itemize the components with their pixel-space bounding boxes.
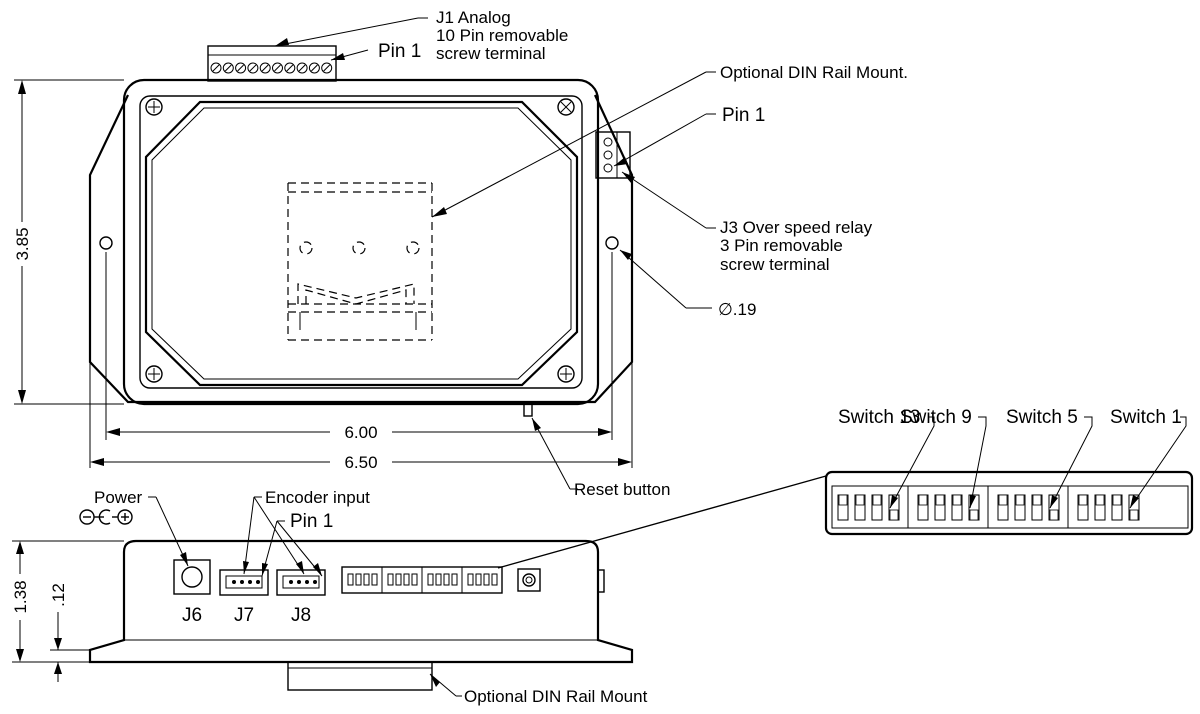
din-bottom-label: Optional DIN Rail Mount bbox=[464, 687, 648, 706]
terminal-screw-icon bbox=[308, 62, 320, 74]
pin1-top-label: Pin 1 bbox=[378, 41, 421, 62]
hole-diameter-label: ∅.19 bbox=[718, 300, 756, 319]
enclosure-lid bbox=[139, 95, 583, 389]
reset-button bbox=[517, 568, 541, 592]
reset-stub bbox=[523, 401, 533, 417]
side-body-outline bbox=[88, 539, 634, 664]
dip-switch-small bbox=[483, 573, 490, 586]
dip-switch-detail: Switch 13 Switch 9 Switch 5 Switch 1 bbox=[824, 407, 1194, 536]
j3-label-line2: 3 Pin removable bbox=[720, 236, 843, 255]
din-top-label: Optional DIN Rail Mount. bbox=[720, 63, 908, 82]
j3-label-line1: J3 Over speed relay bbox=[720, 218, 873, 237]
dim-width-outer-label: 6.50 bbox=[344, 453, 377, 472]
dip-switch-small bbox=[363, 573, 370, 586]
dip-switch-knob bbox=[889, 509, 899, 521]
terminal-screw-icon bbox=[222, 62, 234, 74]
power-label: Power bbox=[94, 488, 143, 507]
j6-power-jack bbox=[173, 559, 211, 595]
terminal-screw-icon bbox=[235, 62, 247, 74]
switch1-label: Switch 1 bbox=[1110, 407, 1182, 428]
top-view bbox=[88, 45, 634, 417]
switch9-label: Switch 9 bbox=[900, 407, 972, 428]
screw-top-right bbox=[557, 98, 575, 116]
dim-height-label: 3.85 bbox=[13, 227, 32, 260]
top-dimensions: 3.85 6.00 6.50 J1 Analog 10 Pin removabl… bbox=[13, 8, 908, 499]
din-rail-hidden bbox=[287, 182, 433, 341]
dip-switch-small bbox=[371, 573, 378, 586]
dip-switch-knob bbox=[1112, 494, 1122, 506]
dim-side-height-label: 1.38 bbox=[11, 580, 30, 613]
reset-button-label: Reset button bbox=[574, 480, 670, 499]
j3-terminal bbox=[595, 131, 631, 179]
terminal-screw-icon bbox=[272, 62, 283, 74]
dip-switch-small bbox=[451, 573, 458, 586]
polarity-icon bbox=[79, 509, 133, 525]
j6-label: J6 bbox=[182, 605, 202, 626]
dip-switch-knob bbox=[1049, 509, 1059, 521]
dip-switch-knob bbox=[918, 494, 928, 506]
dip-switch-small bbox=[411, 573, 418, 586]
dip-switch-small bbox=[347, 573, 354, 586]
terminal-screw-icon bbox=[210, 62, 222, 74]
inner-panel bbox=[144, 100, 579, 387]
dim-width-inner-label: 6.00 bbox=[344, 423, 377, 442]
dip-switch-small bbox=[403, 573, 410, 586]
pin1-bottom-label: Pin 1 bbox=[290, 511, 333, 532]
dip-switch-knob bbox=[998, 494, 1008, 506]
dim-flange-label: .12 bbox=[49, 583, 68, 607]
enclosure-outer bbox=[122, 78, 600, 406]
j8-label: J8 bbox=[291, 605, 311, 626]
dip-switch-knob bbox=[969, 509, 979, 521]
switch13-label: Switch 13 bbox=[838, 407, 920, 428]
mounting-hole-right bbox=[605, 236, 619, 250]
dip-switch-small bbox=[387, 573, 394, 586]
j1-terminal bbox=[207, 45, 337, 82]
dip-switch-knob bbox=[1015, 494, 1025, 506]
pin1-right-label: Pin 1 bbox=[722, 105, 765, 126]
dip-switch-small bbox=[467, 573, 474, 586]
screw-bottom-left bbox=[145, 365, 163, 383]
j1-label-line2: 10 Pin removable bbox=[436, 26, 568, 45]
screw-top-left bbox=[145, 98, 163, 116]
terminal-screw-icon bbox=[296, 62, 308, 74]
j1-label-line3: screw terminal bbox=[436, 44, 546, 63]
dip-switch-knob bbox=[1095, 494, 1105, 506]
dip-switch-knob bbox=[855, 494, 865, 506]
terminal-screw-icon bbox=[247, 62, 259, 74]
j3-label-line3: screw terminal bbox=[720, 255, 830, 274]
dip-switch-small bbox=[395, 573, 402, 586]
screw-bottom-right bbox=[557, 365, 575, 383]
dip-switch-knob bbox=[952, 494, 962, 506]
dip-switch-small bbox=[475, 573, 482, 586]
dip-switch-knob bbox=[872, 494, 882, 506]
mounting-hole-left bbox=[99, 236, 113, 250]
side-view bbox=[88, 539, 634, 691]
dip-switch-knob bbox=[838, 494, 848, 506]
encoder-input-label: Encoder input bbox=[265, 488, 370, 507]
dip-switch-small bbox=[491, 573, 498, 586]
dip-switch-knob bbox=[935, 494, 945, 506]
dip-switch-small bbox=[427, 573, 434, 586]
dip-switch-block-small bbox=[341, 566, 503, 594]
terminal-screw-icon bbox=[321, 62, 333, 74]
switch5-label: Switch 5 bbox=[1006, 407, 1078, 428]
j8-connector bbox=[276, 569, 326, 596]
din-rail-bottom bbox=[287, 661, 433, 691]
dip-switch-small bbox=[435, 573, 442, 586]
dip-switch-knob bbox=[1129, 509, 1139, 521]
side-dimensions: 1.38 .12 Power Encoder input Pin 1 bbox=[11, 475, 827, 706]
dip-switch-knob bbox=[1078, 494, 1088, 506]
j1-label-line1: J1 Analog bbox=[436, 8, 511, 27]
mounting-flange-outline bbox=[88, 94, 634, 404]
j7-label: J7 bbox=[234, 605, 254, 626]
dip-switch-small bbox=[355, 573, 362, 586]
terminal-screw-icon bbox=[259, 62, 271, 74]
dip-switch-small bbox=[443, 573, 450, 586]
dip-switch-knob bbox=[1032, 494, 1042, 506]
terminal-screw-icon bbox=[284, 62, 296, 74]
